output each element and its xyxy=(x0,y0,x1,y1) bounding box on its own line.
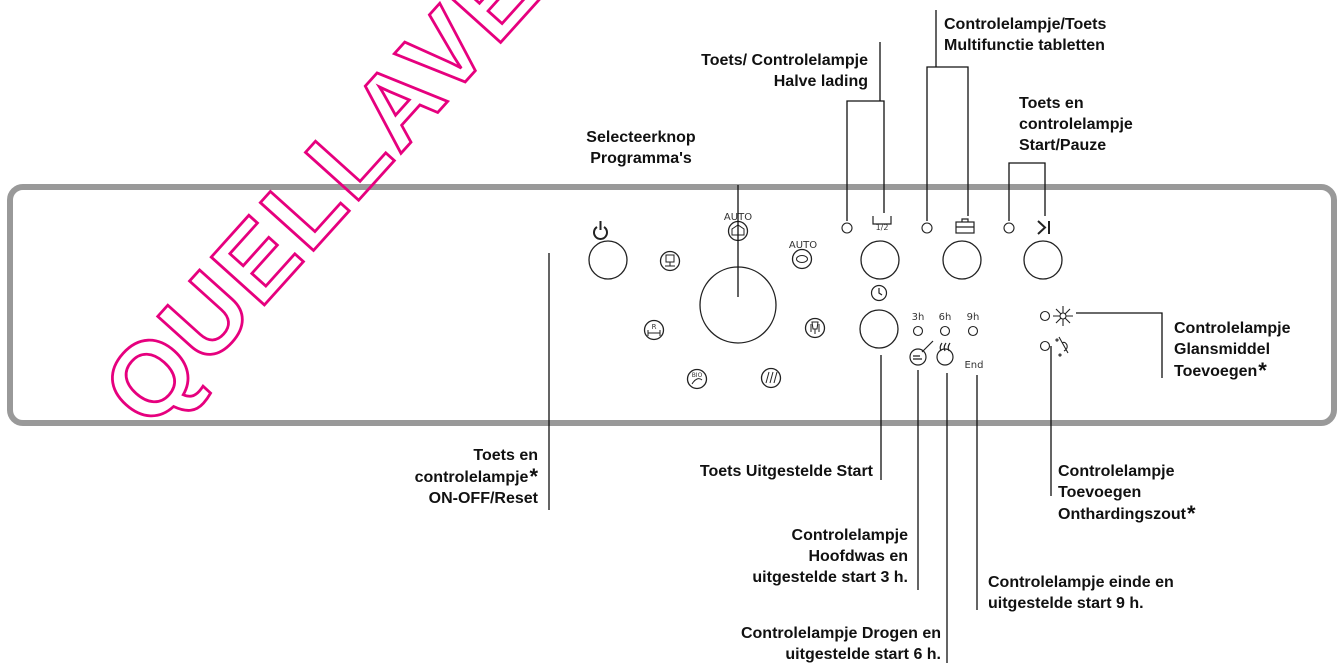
half-load-icon: 1/2 xyxy=(872,216,892,232)
tablet-indicator-led xyxy=(921,222,933,234)
start-pause-icon xyxy=(1037,220,1050,235)
delay-9h-label: 9h xyxy=(967,312,980,323)
on-off-button[interactable] xyxy=(588,240,628,280)
svg-text:BIO: BIO xyxy=(692,372,703,379)
control-panel xyxy=(7,184,1337,426)
end-label: End xyxy=(964,360,983,371)
rinse-aid-icon xyxy=(1053,306,1073,326)
label-drying: Controlelampje Drogen en uitgestelde sta… xyxy=(740,625,941,663)
half-load-indicator-led xyxy=(841,222,853,234)
svg-text:1/2: 1/2 xyxy=(876,223,889,232)
label-on-off-reset: Toets en controlelampje* ON-OFF/Reset xyxy=(414,447,538,507)
program-soak-icon xyxy=(659,250,681,272)
svg-text:R: R xyxy=(652,323,657,331)
program-glass-icon xyxy=(804,317,826,339)
drying-icon xyxy=(936,342,954,366)
salt-icon xyxy=(1055,336,1069,357)
start-pause-button[interactable] xyxy=(1023,240,1063,280)
program-bio-eco-icon: BIO xyxy=(686,368,708,390)
label-start-pause: Toets en controlelampje Start/Pauze xyxy=(1019,95,1133,154)
delay-6h-led xyxy=(939,325,951,337)
watermark-text: QUELLAVEVA xyxy=(81,0,659,447)
tablet-button[interactable] xyxy=(942,240,982,280)
label-multifunction-tablets: Controlelampje/Toets Multifunctie tablet… xyxy=(944,16,1107,54)
leader-lines xyxy=(548,10,1163,663)
delay-3h-led xyxy=(912,325,924,337)
main-wash-icon xyxy=(909,340,934,366)
delay-9h-led xyxy=(967,325,979,337)
label-half-load: Toets/ Controlelampje Halve lading xyxy=(701,52,868,90)
half-load-button[interactable] xyxy=(860,240,900,280)
program-rinse-hold-icon: R xyxy=(643,319,665,341)
label-main-wash: Controlelampje Hoofdwas en uitgestelde s… xyxy=(752,527,908,586)
salt-led xyxy=(1039,340,1051,352)
label-rinse-aid: Controlelampje Glansmiddel Toevoegen* xyxy=(1174,320,1291,383)
svg-text:AUTO: AUTO xyxy=(789,240,817,251)
power-icon xyxy=(593,221,608,240)
label-end: Controlelampje einde en uitgestelde star… xyxy=(988,574,1174,612)
delay-6h-label: 6h xyxy=(939,312,952,323)
clock-icon xyxy=(870,284,888,302)
start-pause-indicator-led xyxy=(1003,222,1015,234)
tablet-icon xyxy=(955,218,975,234)
delay-3h-label: 3h xyxy=(912,312,925,323)
label-delay-start: Toets Uitgestelde Start xyxy=(699,463,873,480)
label-salt: Controlelampje Toevoegen Onthardingszout… xyxy=(1058,463,1196,526)
program-auto-normal-icon: AUTO xyxy=(789,240,817,270)
delay-start-button[interactable] xyxy=(859,309,899,349)
label-program-selector: Selecteerknop Programma's xyxy=(586,129,696,167)
rinse-aid-led xyxy=(1039,310,1051,322)
program-fast-icon xyxy=(760,367,782,389)
